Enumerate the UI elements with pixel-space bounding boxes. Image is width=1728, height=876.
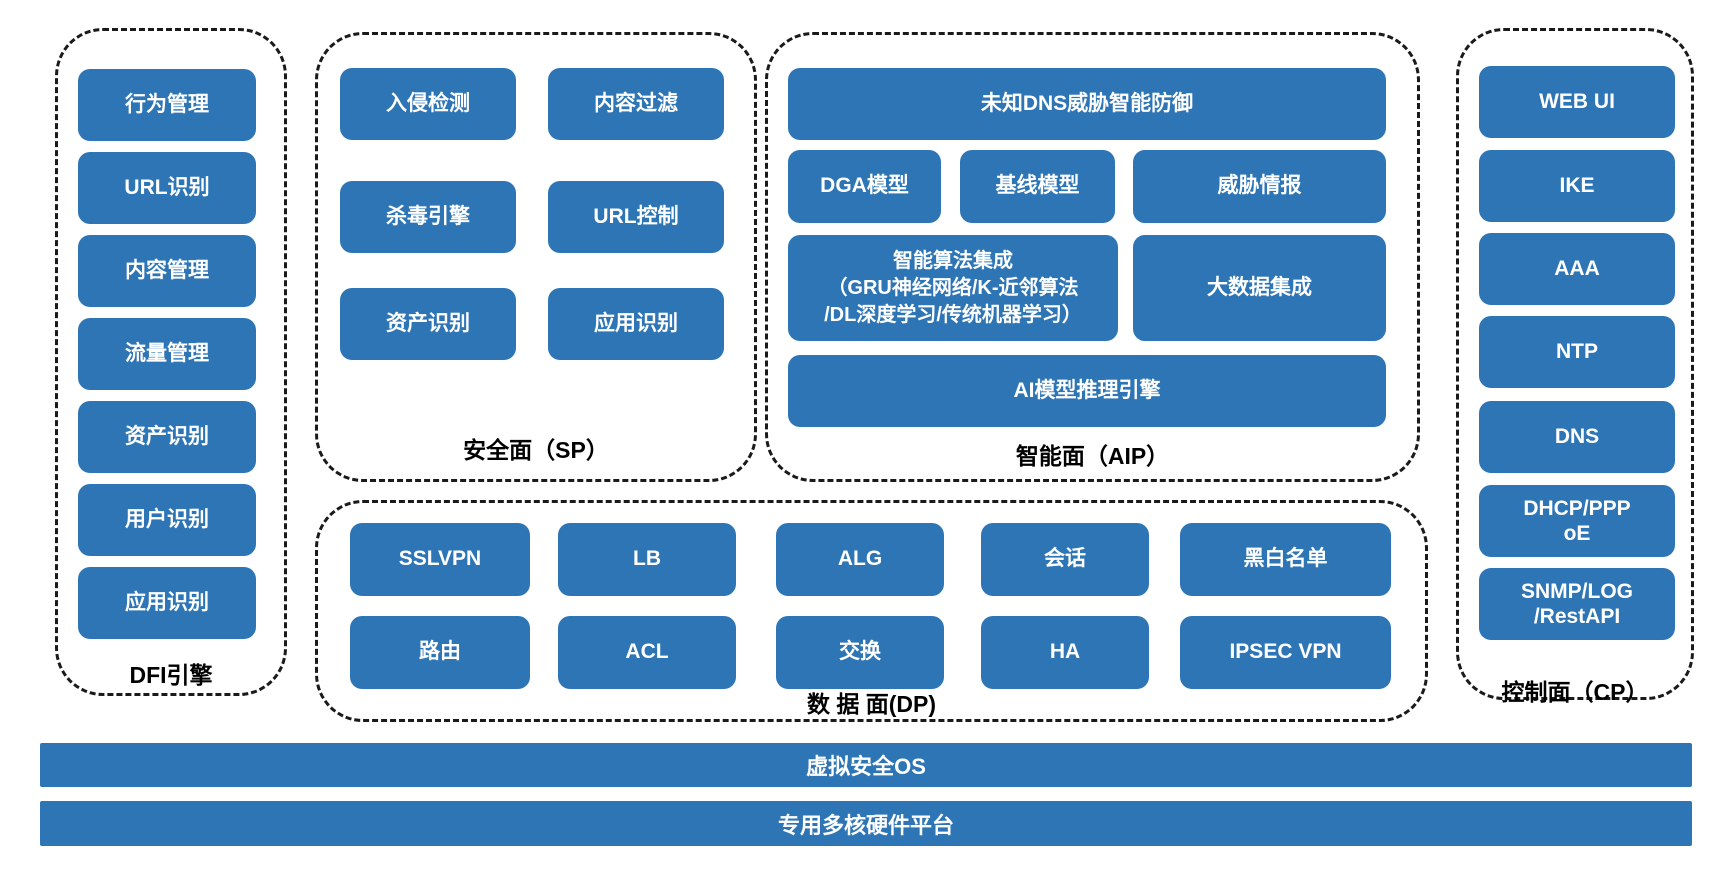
- block-dga-model: DGA模型: [788, 150, 941, 223]
- block-bigdata-integration: 大数据集成: [1133, 235, 1386, 341]
- dfi-engine-label: DFI引擎: [129, 662, 213, 688]
- data-plane-label: 数 据 面(DP): [806, 691, 937, 717]
- control-plane-label: 控制面（CP）: [1501, 679, 1649, 705]
- block-snmp-log-restapi: SNMP/LOG /RestAPI: [1479, 568, 1675, 640]
- block-black-white-list: 黑白名单: [1180, 523, 1391, 596]
- block-dhcp-pppoe: DHCP/PPP oE: [1479, 485, 1675, 557]
- block-ai-inference-engine: AI模型推理引擎: [788, 355, 1386, 427]
- block-asset-identification-sp: 资产识别: [340, 288, 516, 360]
- block-content-management: 内容管理: [78, 235, 256, 307]
- data-plane-group: SSLVPN LB ALG 会话 黑白名单 路由 ACL 交换 HA IPSEC…: [315, 500, 1428, 722]
- block-user-identification: 用户识别: [78, 484, 256, 556]
- block-content-filtering: 内容过滤: [548, 68, 724, 140]
- block-ntp: NTP: [1479, 316, 1675, 388]
- block-switching: 交换: [776, 616, 944, 689]
- block-behavior-management: 行为管理: [78, 69, 256, 141]
- block-intrusion-detection: 入侵检测: [340, 68, 516, 140]
- block-aaa: AAA: [1479, 233, 1675, 305]
- block-routing: 路由: [350, 616, 530, 689]
- block-baseline-model: 基线模型: [960, 150, 1115, 223]
- security-plane-label: 安全面（SP）: [463, 437, 609, 463]
- control-plane-group: WEB UI IKE AAA NTP DNS DHCP/PPP oE SNMP/…: [1456, 28, 1694, 705]
- intelligence-plane-label: 智能面（AIP）: [1015, 443, 1170, 469]
- block-lb: LB: [558, 523, 736, 596]
- block-antivirus-engine: 杀毒引擎: [340, 181, 516, 253]
- block-app-identification: 应用识别: [78, 567, 256, 639]
- block-threat-intelligence: 威胁情报: [1133, 150, 1386, 223]
- dfi-engine-group: 行为管理 URL识别 内容管理 流量管理 资产识别 用户识别 应用识别 DFI引…: [55, 28, 287, 696]
- block-ha: HA: [981, 616, 1149, 689]
- intelligence-plane-group: 未知DNS威胁智能防御 DGA模型 基线模型 威胁情报 智能算法集成 （GRU神…: [765, 32, 1420, 482]
- block-url-control: URL控制: [548, 181, 724, 253]
- block-traffic-management: 流量管理: [78, 318, 256, 390]
- block-ipsec-vpn: IPSEC VPN: [1180, 616, 1391, 689]
- block-unknown-dns-threat-defense: 未知DNS威胁智能防御: [788, 68, 1386, 140]
- block-web-ui: WEB UI: [1479, 66, 1675, 138]
- block-session: 会话: [981, 523, 1149, 596]
- block-app-identification-sp: 应用识别: [548, 288, 724, 360]
- virtual-security-os-bar: 虚拟安全OS: [40, 743, 1692, 787]
- security-plane-group: 入侵检测 内容过滤 杀毒引擎 URL控制 资产识别 应用识别 安全面（SP）: [315, 32, 757, 482]
- block-asset-identification: 资产识别: [78, 401, 256, 473]
- block-url-identification: URL识别: [78, 152, 256, 224]
- block-sslvpn: SSLVPN: [350, 523, 530, 596]
- block-dns: DNS: [1479, 401, 1675, 473]
- block-ike: IKE: [1479, 150, 1675, 222]
- block-algorithm-integration: 智能算法集成 （GRU神经网络/K-近邻算法 /DL深度学习/传统机器学习）: [788, 235, 1118, 341]
- hardware-platform-bar: 专用多核硬件平台: [40, 801, 1692, 846]
- block-alg: ALG: [776, 523, 944, 596]
- block-acl: ACL: [558, 616, 736, 689]
